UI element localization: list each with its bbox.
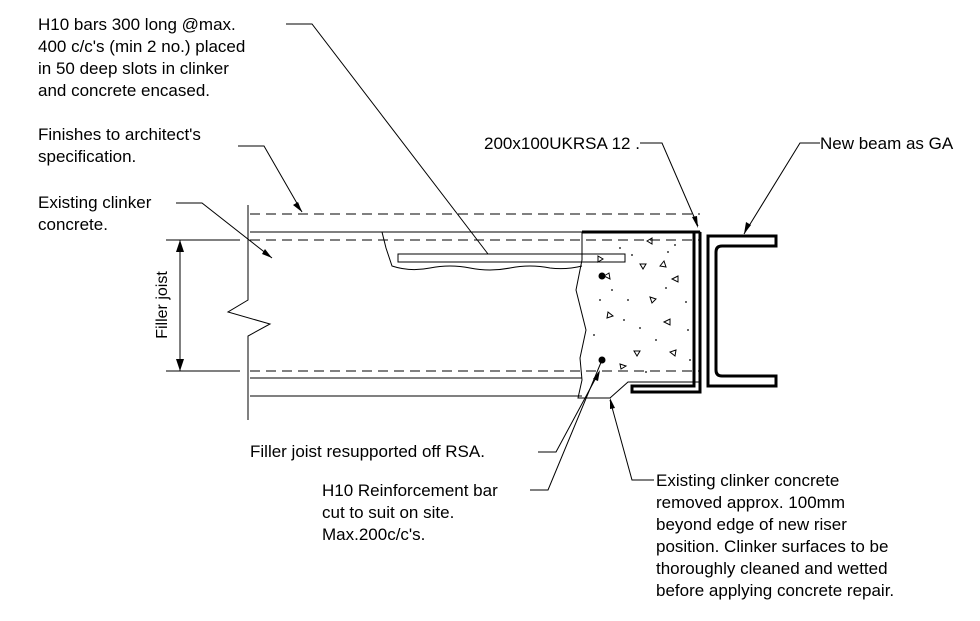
- leader-new-beam: [743, 142, 820, 235]
- leader-h10-reinforcement: [530, 359, 603, 491]
- note-new-beam: New beam as GA: [820, 134, 954, 153]
- new-beam-channel: [706, 234, 778, 388]
- leader-rsa: [640, 142, 699, 227]
- leader-finishes: [238, 145, 303, 213]
- filler-joist-dimension: Filler joist: [154, 239, 240, 372]
- arrow-finishes: [293, 202, 302, 212]
- rsa-outline: [630, 232, 702, 394]
- filler-joist-label: Filler joist: [154, 271, 171, 339]
- rebar-dot-top: [598, 272, 606, 280]
- note-h10-reinforcement: H10 Reinforcement bar cut to suit on sit…: [322, 481, 503, 544]
- leader-filler-resupported: [538, 373, 599, 453]
- leader-lines: [176, 23, 820, 491]
- arrow-existing-clinker: [262, 249, 272, 258]
- leader-existing-clinker: [176, 202, 273, 259]
- note-h10-bars: H10 bars 300 long @max. 400 c/c's (min 2…: [38, 15, 250, 100]
- leader-h10-bars: [286, 23, 489, 255]
- channel-outline: [706, 234, 778, 388]
- aggregate-marks: [597, 237, 679, 370]
- aggregate-dots: [593, 244, 691, 373]
- note-filler-resupported: Filler joist resupported off RSA.: [250, 442, 485, 461]
- note-finishes: Finishes to architect's specification.: [38, 125, 206, 166]
- break-line: [226, 205, 272, 420]
- dim-arrow-top: [176, 240, 184, 252]
- note-existing-clinker: Existing clinker concrete.: [38, 193, 156, 234]
- arrow-new-beam: [744, 222, 751, 234]
- arrow-clinker-removed: [610, 398, 615, 409]
- dim-arrow-bottom: [176, 359, 184, 371]
- h10-bar: [397, 253, 626, 263]
- leader-clinker-removed: [609, 399, 654, 481]
- note-rsa: 200x100UKRSA 12 .: [484, 134, 640, 153]
- slab-section: [226, 205, 700, 420]
- arrow-rsa: [692, 216, 698, 228]
- rsa-angle: [582, 230, 702, 394]
- slot-detail: [381, 231, 626, 271]
- slot-outline: [381, 231, 583, 271]
- concrete-repair: [575, 231, 701, 399]
- note-clinker-removed: Existing clinker concrete removed approx…: [656, 471, 894, 600]
